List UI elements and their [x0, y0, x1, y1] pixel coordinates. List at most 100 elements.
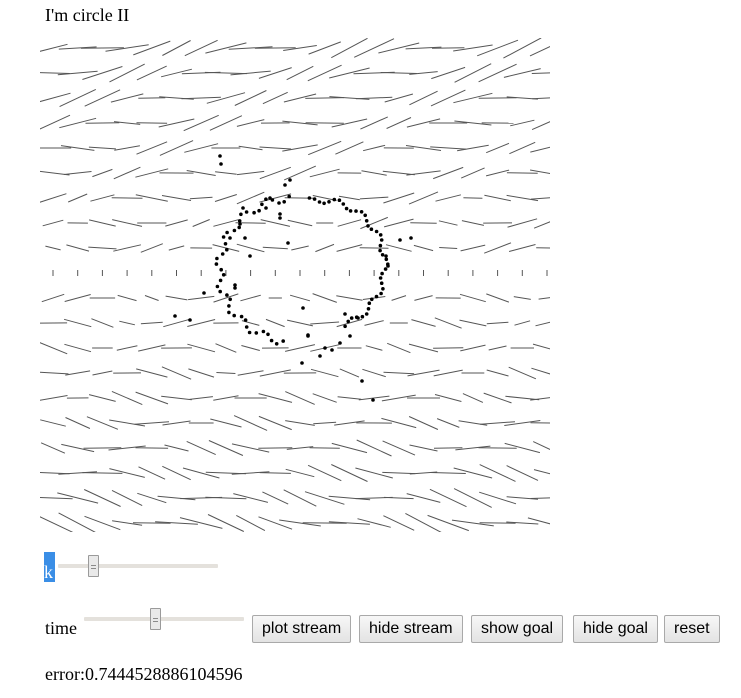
- field-segment: [168, 245, 185, 251]
- field-segment: [433, 369, 463, 377]
- field-segment: [479, 491, 517, 505]
- field-segment: [40, 442, 66, 454]
- field-segment: [259, 166, 291, 180]
- hide-goal-button[interactable]: hide goal: [573, 615, 658, 643]
- k-slider-track[interactable]: [58, 564, 218, 568]
- field-segment: [414, 295, 433, 301]
- hide-stream-button[interactable]: hide stream: [359, 615, 463, 643]
- field-segment: [408, 191, 439, 205]
- field-segment: [336, 244, 363, 252]
- plot-stream-button[interactable]: plot stream: [252, 615, 352, 643]
- field-segment: [453, 488, 492, 508]
- field-segment: [308, 140, 342, 156]
- field-segment: [439, 247, 458, 249]
- field-segment: [162, 40, 191, 56]
- field-segment: [283, 45, 317, 51]
- particle-point: [359, 210, 364, 214]
- field-segment: [331, 118, 368, 128]
- field-segment: [240, 294, 261, 302]
- field-segment: [533, 469, 550, 475]
- field-segment: [532, 441, 550, 450]
- field-segment: [113, 121, 141, 125]
- particle-point: [379, 291, 383, 296]
- field-segment: [506, 521, 539, 525]
- particle-point: [338, 341, 342, 345]
- particle-point: [369, 227, 374, 231]
- field-segment: [365, 345, 383, 351]
- particle-point: [268, 196, 272, 200]
- field-segment: [279, 519, 321, 527]
- particle-point: [378, 276, 383, 280]
- particle-point: [364, 312, 369, 316]
- field-segment: [92, 370, 113, 376]
- reset-button[interactable]: reset: [664, 615, 720, 643]
- particle-point: [379, 281, 384, 285]
- field-segment: [506, 172, 538, 174]
- field-segment: [236, 514, 266, 532]
- particle-point: [281, 339, 285, 343]
- particle-point: [214, 262, 219, 266]
- particle-point: [360, 314, 365, 319]
- field-segment: [112, 520, 143, 526]
- time-slider-track[interactable]: [84, 617, 244, 621]
- particle-point: [348, 209, 353, 213]
- field-segment: [383, 192, 415, 204]
- field-segment: [135, 194, 168, 202]
- field-segment: [427, 514, 469, 532]
- particle-point: [300, 361, 304, 365]
- field-segment: [144, 295, 159, 301]
- field-segment: [283, 93, 317, 103]
- particle-point: [287, 194, 291, 199]
- field-segment: [488, 345, 507, 351]
- field-segment: [503, 38, 542, 59]
- field-segment: [209, 115, 243, 131]
- particle-point: [225, 247, 229, 252]
- field-segment: [188, 295, 215, 301]
- show-goal-button[interactable]: show goal: [471, 615, 564, 643]
- field-segment: [477, 39, 519, 57]
- particle-point: [378, 243, 383, 248]
- field-segment: [285, 391, 315, 405]
- field-segment: [453, 467, 493, 479]
- field-segment: [90, 194, 115, 202]
- particle-point: [374, 294, 379, 299]
- field-segment: [205, 42, 247, 54]
- field-segment: [265, 318, 285, 328]
- time-slider-thumb[interactable]: [150, 608, 161, 630]
- vector-field-plot: [40, 38, 550, 532]
- field-segment: [210, 418, 242, 428]
- field-segment: [358, 395, 390, 401]
- particle-point: [370, 297, 374, 302]
- particle-point: [261, 329, 266, 334]
- field-segment: [82, 472, 123, 474]
- field-segment: [186, 170, 216, 176]
- field-segment: [207, 514, 245, 532]
- field-segment: [65, 417, 91, 429]
- particle-point: [248, 254, 252, 258]
- particle-point: [318, 354, 322, 358]
- field-segment: [40, 72, 70, 74]
- field-segment: [508, 244, 536, 252]
- field-segment: [331, 464, 368, 482]
- field-segment: [514, 320, 531, 326]
- particle-point: [218, 154, 222, 158]
- field-segment: [530, 397, 550, 401]
- field-segment: [362, 368, 386, 378]
- field-segment: [529, 46, 550, 57]
- k-slider-thumb[interactable]: [88, 555, 99, 577]
- field-segment: [305, 97, 345, 99]
- field-segment: [409, 71, 438, 75]
- field-segment: [138, 466, 166, 480]
- field-segment: [360, 216, 388, 230]
- field-segment: [387, 342, 411, 354]
- field-segment: [408, 416, 439, 430]
- particle-point: [356, 316, 360, 320]
- field-segment: [187, 343, 216, 353]
- field-segment: [159, 140, 194, 156]
- field-segment: [233, 415, 268, 431]
- field-segment: [486, 369, 509, 377]
- field-segment: [262, 491, 289, 505]
- field-segment: [91, 318, 114, 328]
- field-segment: [40, 516, 73, 532]
- field-segment: [236, 191, 265, 205]
